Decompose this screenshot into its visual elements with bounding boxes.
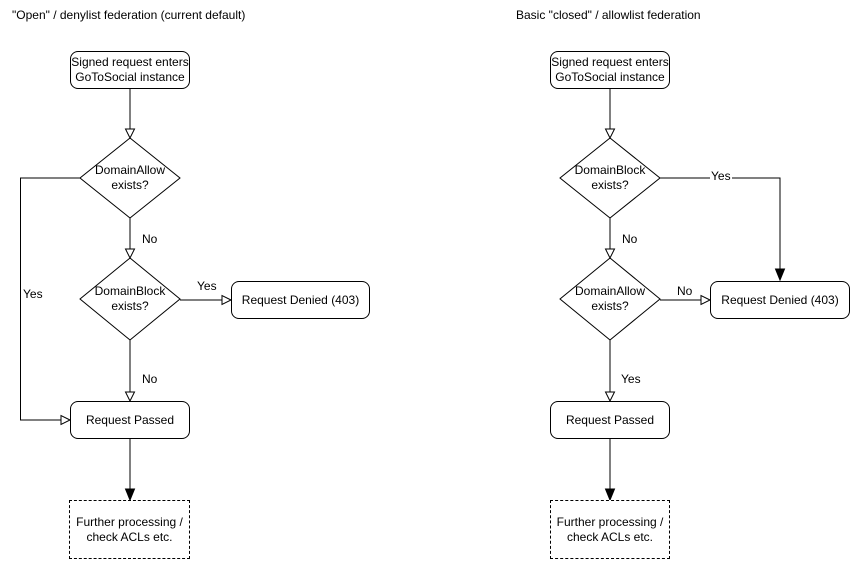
arrowhead-open-icon [124,128,136,140]
arrowhead-open-icon [124,248,136,260]
arrowhead-open-icon [604,391,616,403]
right-decision2-diamond [559,257,661,341]
left-decision1-no-label: No [141,232,159,246]
right-edge-decision1-yes [660,177,781,269]
left-decision1-diamond [79,137,181,219]
left-start-node: Signed request enters GoToSocial instanc… [70,51,190,89]
left-diagram-title: "Open" / denylist federation (current de… [12,8,246,22]
right-diagram-title: Basic "closed" / allowlist federation [516,8,701,22]
arrowhead-open-icon [124,391,136,403]
arrowhead-open-icon [221,294,233,306]
arrowhead-solid-icon [124,488,136,502]
left-denied-node: Request Denied (403) [231,281,370,319]
right-passed-node: Request Passed [550,401,670,439]
left-decision1-yes-label: Yes [22,287,44,301]
left-passed-node: Request Passed [70,401,190,439]
right-start-node: Signed request enters GoToSocial instanc… [550,51,670,89]
right-decision1-diamond [559,137,661,219]
right-decision1-no-label: No [621,232,639,246]
right-decision2-yes-label: Yes [620,372,642,386]
right-decision2-no-label: No [676,284,694,298]
left-decision2-no-label: No [141,372,159,386]
left-decision2-diamond [79,257,181,341]
left-decision2-yes-label: Yes [196,279,218,293]
left-edge-decision1-yes [20,177,80,421]
arrowhead-open-icon [60,414,72,426]
arrowhead-open-icon [700,294,712,306]
arrowhead-open-icon [604,248,616,260]
left-further-node: Further processing / check ACLs etc. [69,500,190,559]
arrowhead-solid-icon [604,488,616,502]
arrowhead-open-icon [604,128,616,140]
right-decision1-yes-label: Yes [710,169,732,183]
right-denied-node: Request Denied (403) [710,281,850,319]
right-further-node: Further processing / check ACLs etc. [550,500,670,559]
arrowhead-solid-icon [774,268,786,282]
